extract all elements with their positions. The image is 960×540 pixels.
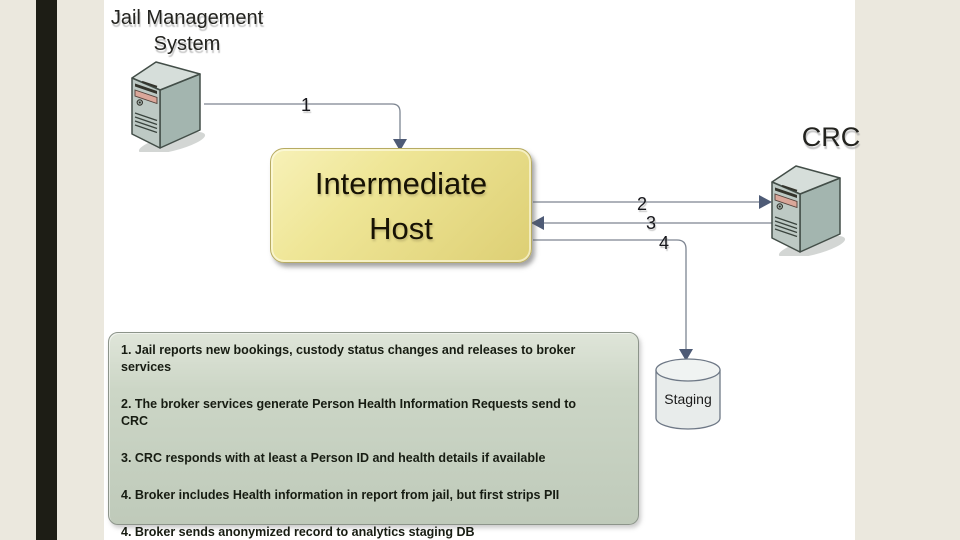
crc-title: CRC (801, 122, 861, 152)
note-item-1: 1. Jail reports new bookings, custody st… (121, 342, 626, 376)
jms-title-line1: Jail Management (110, 7, 264, 29)
connector-number-4: 4 (659, 233, 670, 253)
intermediate-host-label-line2: Host (369, 210, 433, 246)
note-line: 2. The broker services generate Person H… (121, 397, 576, 411)
note-line: 4. Broker includes Health information in… (121, 488, 560, 502)
jms-title: Jail Management System (96, 5, 278, 57)
note-item-5: 4. Broker sends anonymized record to ana… (121, 524, 626, 540)
note-item-2: 2. The broker services generate Person H… (121, 396, 626, 430)
connector-number-2: 2 (637, 194, 648, 214)
note-item-4: 4. Broker includes Health information in… (121, 487, 626, 504)
staging-label: Staging (664, 391, 712, 407)
jms-title-line2: System (153, 33, 221, 55)
crc-server-icon (771, 165, 846, 256)
note-line: CRC (121, 414, 149, 428)
note-line: 4. Broker sends anonymized record to ana… (121, 525, 475, 539)
intermediate-host-node: Intermediate Host (270, 148, 532, 263)
note-line: 1. Jail reports new bookings, custody st… (121, 343, 576, 357)
notes-box: 1. Jail reports new bookings, custody st… (108, 332, 639, 539)
note-line: services (121, 360, 172, 374)
note-line: 3. CRC responds with at least a Person I… (121, 451, 546, 465)
note-item-3: 3. CRC responds with at least a Person I… (121, 450, 626, 467)
intermediate-host-label-line1: Intermediate (314, 165, 488, 201)
jms-server-icon (131, 61, 206, 152)
connector-number-1: 1 (301, 95, 312, 115)
connector-number-3: 3 (646, 213, 657, 233)
left-accent-bar (36, 0, 57, 540)
